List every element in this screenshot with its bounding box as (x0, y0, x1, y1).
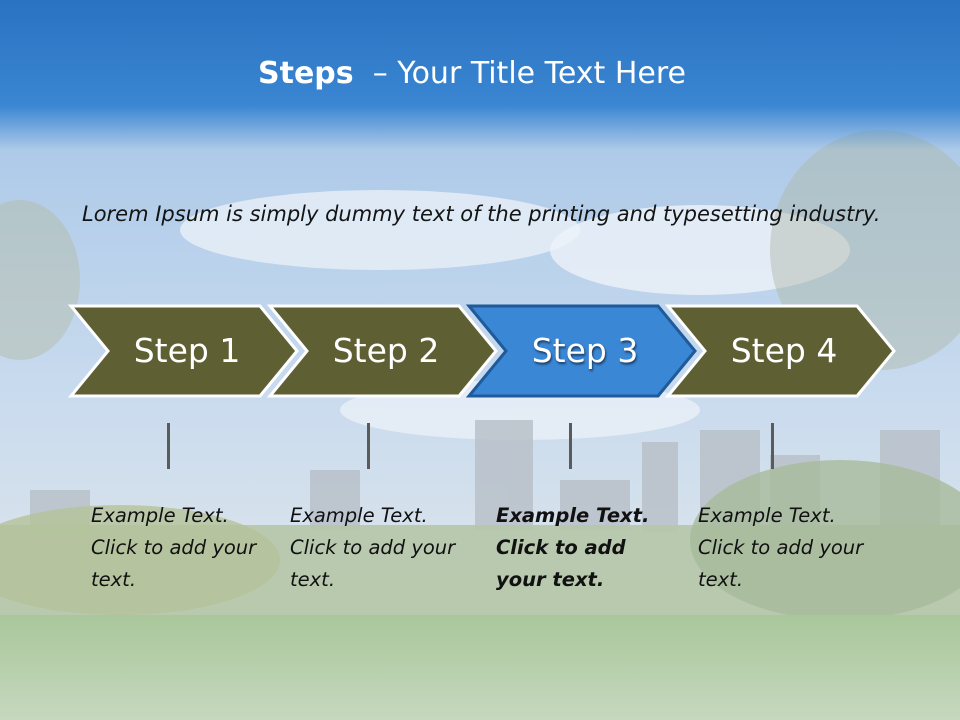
title-rest: – Your Title Text Here (353, 56, 686, 91)
title-bold: Steps (258, 56, 354, 91)
slide-title[interactable]: Steps – Your Title Text Here (0, 56, 944, 91)
step-1-text[interactable]: Example Text. Click to add your text. (91, 504, 257, 591)
step-2-label[interactable]: Step 2 (332, 331, 440, 370)
step-2-connector (367, 423, 370, 469)
step-1-chevron[interactable] (67, 304, 299, 398)
step-1-label[interactable]: Step 1 (133, 331, 241, 370)
step-3-chevron[interactable] (465, 304, 697, 398)
step-2-chevron[interactable] (266, 304, 498, 398)
step-2-text[interactable]: Example Text. Click to add your text. (290, 504, 456, 591)
step-3-label[interactable]: Step 3 (531, 331, 639, 370)
step-1-connector (167, 423, 170, 469)
intro-text[interactable]: Lorem Ipsum is simply dummy text of the … (82, 202, 881, 226)
step-3-text[interactable]: Example Text. Click to add your text. (496, 504, 650, 591)
step-4-label[interactable]: Step 4 (730, 331, 838, 370)
title-bar (0, 0, 960, 150)
step-4-chevron[interactable] (664, 304, 896, 398)
step-4-text[interactable]: Example Text. Click to add your text. (698, 504, 864, 591)
step-4-connector (771, 423, 774, 469)
step-3-connector (569, 423, 572, 469)
